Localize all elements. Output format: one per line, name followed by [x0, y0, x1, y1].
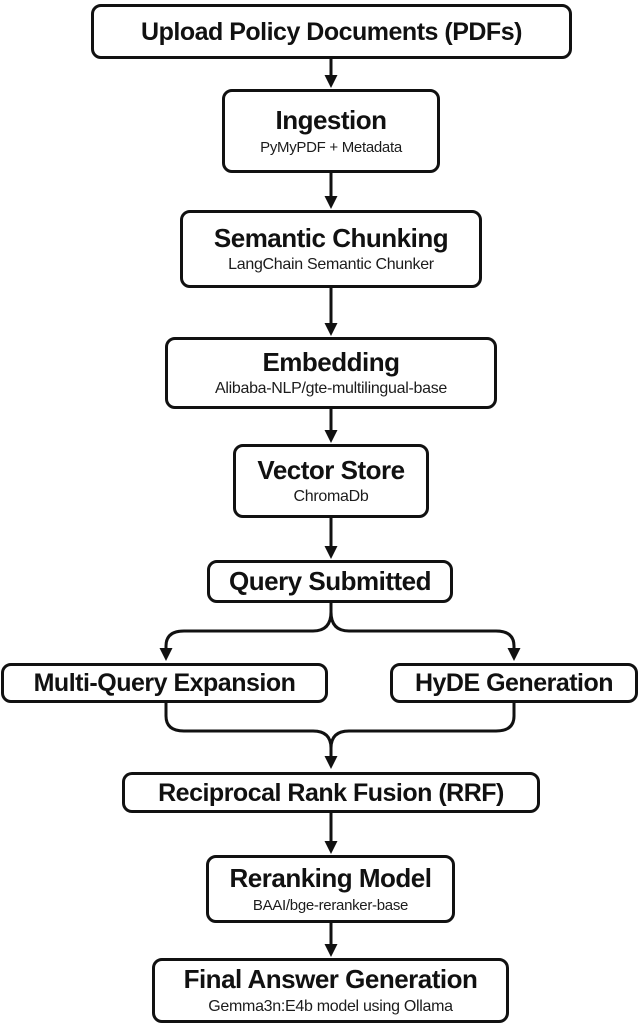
node-hyde-generation: HyDE Generation: [390, 663, 638, 703]
arrowhead-rrf: [324, 756, 338, 769]
node-title: Ingestion: [275, 105, 387, 136]
node-subtitle: Alibaba-NLP/gte-multilingual-base: [214, 380, 447, 398]
arrowhead-ingestion: [324, 75, 338, 88]
node-vector-store: Vector Store ChromaDb: [233, 444, 429, 518]
node-title: Reciprocal Rank Fusion (RRF): [158, 778, 504, 807]
node-title: Final Answer Generation: [183, 964, 478, 995]
arrowhead-hyde: [507, 648, 521, 661]
node-subtitle: BAAI/bge-reranker-base: [252, 896, 409, 914]
connector-multiquery-merge: [164, 701, 333, 750]
node-title: Embedding: [262, 346, 400, 377]
arrowhead-query: [324, 546, 338, 559]
node-upload-policy-documents: Upload Policy Documents (PDFs): [91, 4, 572, 59]
node-subtitle: PyMyPDF + Metadata: [260, 138, 402, 156]
arrowhead-final: [324, 944, 338, 957]
node-multi-query-expansion: Multi-Query Expansion: [1, 663, 328, 703]
arrowhead-multiquery: [159, 648, 173, 661]
node-ingestion: Ingestion PyMyPDF + Metadata: [222, 89, 440, 173]
arrowhead-chunking: [324, 196, 338, 209]
arrowhead-embedding: [324, 323, 338, 336]
connector-query-multiquery: [164, 601, 333, 650]
node-subtitle: Gemma3n:E4b model using Ollama: [208, 997, 453, 1015]
node-title: Upload Policy Documents (PDFs): [141, 17, 522, 46]
node-title: Semantic Chunking: [213, 222, 449, 253]
node-subtitle: ChromaDb: [293, 488, 369, 506]
node-reranking-model: Reranking Model BAAI/bge-reranker-base: [206, 855, 455, 923]
node-query-submitted: Query Submitted: [207, 560, 453, 603]
node-title: Reranking Model: [229, 863, 432, 894]
node-title: HyDE Generation: [414, 669, 614, 697]
node-embedding: Embedding Alibaba-NLP/gte-multilingual-b…: [165, 337, 497, 409]
connector-hyde-merge: [329, 701, 516, 750]
node-final-answer-generation: Final Answer Generation Gemma3n:E4b mode…: [152, 958, 509, 1023]
arrowhead-reranking: [324, 841, 338, 854]
node-title: Query Submitted: [229, 565, 431, 596]
node-reciprocal-rank-fusion: Reciprocal Rank Fusion (RRF): [122, 772, 540, 813]
node-subtitle: LangChain Semantic Chunker: [228, 256, 434, 274]
node-title: Multi-Query Expansion: [33, 669, 296, 697]
arrowhead-vector: [324, 430, 338, 443]
connector-query-hyde: [329, 601, 516, 650]
node-semantic-chunking: Semantic Chunking LangChain Semantic Chu…: [180, 210, 482, 288]
node-title: Vector Store: [257, 454, 405, 485]
